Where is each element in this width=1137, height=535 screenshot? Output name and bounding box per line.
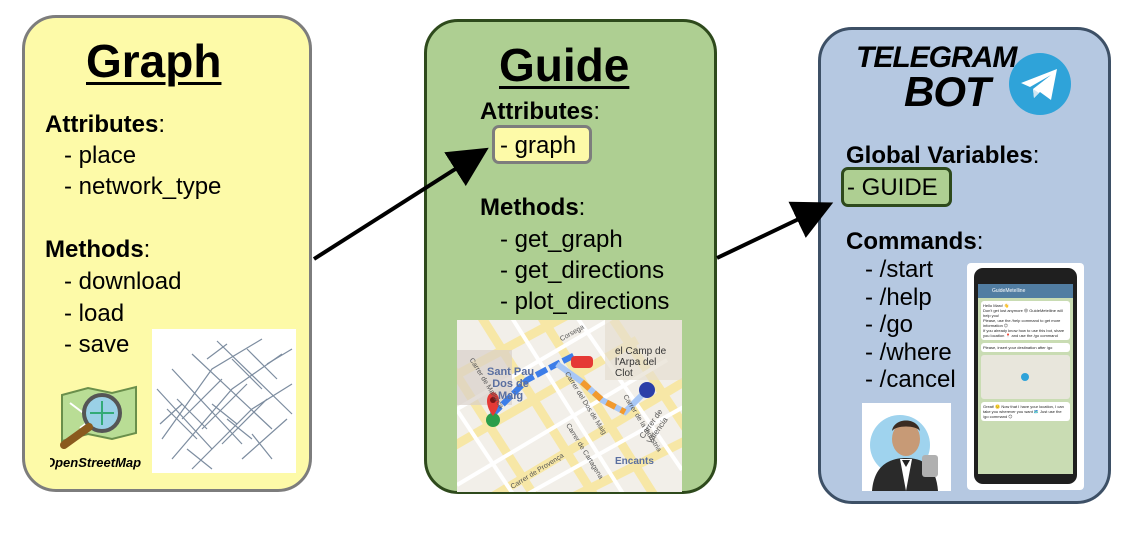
map-label: Maig	[498, 390, 524, 402]
telegram-bot-logo-text: TELEGRAM BOT	[856, 41, 1017, 115]
guide-method-item: - get_graph	[500, 226, 623, 253]
guide-attribute-graph-box: - graph	[492, 125, 592, 164]
graph-attributes-heading: Attributes:	[45, 111, 166, 138]
bot-commands-heading: Commands:	[846, 228, 984, 255]
guide-method-item: - get_directions	[500, 257, 665, 284]
bot-globals-heading: Global Variables:	[846, 142, 1040, 169]
graph-method-item: - save	[64, 331, 130, 358]
chat-header: GuideMetelline	[978, 284, 1073, 298]
map-label: Encants	[615, 456, 654, 467]
map-label: l'Arpa del	[615, 357, 657, 368]
bot-command-item: - /start	[865, 256, 934, 283]
bot-command-item: - /help	[865, 284, 932, 311]
bot-command-item: - /where	[865, 339, 952, 366]
osm-magnifier-icon	[60, 385, 137, 449]
chat-message: Great! 🙂 Now that I have your location, …	[981, 402, 1070, 421]
phone-screen: GuideMetelline Hello Marc! 👋 Don't get l…	[978, 284, 1073, 474]
arrow-graph-to-guide	[312, 147, 489, 261]
guide-methods-heading: Methods:	[480, 194, 586, 221]
map-label: Clot	[615, 368, 633, 379]
graph-method-item: - download	[64, 268, 182, 295]
openstreetmap-logo: OpenStreetMap	[50, 383, 158, 473]
map-label: Dos de	[492, 378, 529, 390]
bot-global-guide-box: - GUIDE	[841, 167, 952, 207]
phone-chat-screenshot: GuideMetelline Hello Marc! 👋 Don't get l…	[967, 263, 1084, 490]
osm-logo-text: OpenStreetMap	[50, 455, 142, 470]
bot-command-item: - /go	[865, 311, 914, 338]
phone-frame: GuideMetelline Hello Marc! 👋 Don't get l…	[974, 268, 1077, 484]
telegram-icon	[1008, 52, 1072, 116]
street-network-graph-image	[152, 329, 296, 473]
botfather-avatar-image	[862, 403, 951, 491]
graph-attribute-item: - network_type	[64, 173, 222, 200]
map-label: el Camp de	[615, 346, 667, 357]
graph-method-item: - load	[64, 300, 125, 327]
chat-message: Please, insert your destination after /g…	[981, 343, 1070, 352]
graph-methods-heading: Methods:	[45, 236, 151, 263]
graph-title: Graph	[86, 35, 222, 87]
route-map-image: Sant Pau Dos de Maig el Camp de l'Arpa d…	[457, 320, 682, 492]
graph-attribute-item: - place	[64, 142, 137, 169]
guide-attributes-heading: Attributes:	[480, 98, 601, 125]
map-label: Sant Pau	[487, 366, 535, 378]
bot-command-item: - /cancel	[865, 366, 956, 393]
chat-message: Hello Marc! 👋 Don't get lost anymore 😄 G…	[981, 301, 1070, 340]
chat-location-map	[981, 355, 1070, 399]
guide-method-item: - plot_directions	[500, 288, 670, 315]
guide-title: Guide	[499, 39, 630, 91]
arrow-guide-to-bot	[716, 201, 834, 260]
